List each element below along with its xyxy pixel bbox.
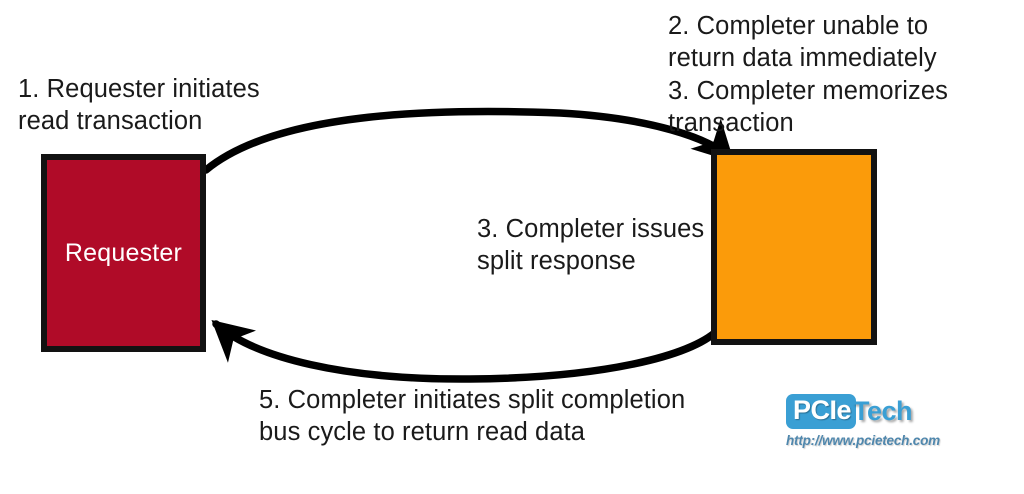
annotation-step-5: 5. Completer initiates split completion … [259, 386, 686, 447]
annotation-step-1: 1. Requester initiates read transaction [18, 75, 260, 136]
annotation-step-2-and-3: 2. Completer unable to return data immed… [668, 12, 948, 138]
node-requester-label: Requester [64, 238, 183, 267]
logo-text-tech: Tech [853, 395, 913, 426]
logo-badge-pcie: PCIe [786, 393, 857, 429]
pcietech-logo[interactable]: PCIe Tech http://www.pcietech.com [786, 393, 986, 456]
node-requester[interactable]: Requester [41, 154, 206, 352]
logo-wordmark: PCIe Tech [786, 393, 986, 429]
node-completer[interactable] [711, 149, 877, 345]
logo-url[interactable]: http://www.pcietech.com [786, 433, 940, 448]
annotation-step-3-split-response: 3. Completer issues split response [477, 215, 705, 276]
arrow-completer-to-requester [211, 320, 722, 383]
